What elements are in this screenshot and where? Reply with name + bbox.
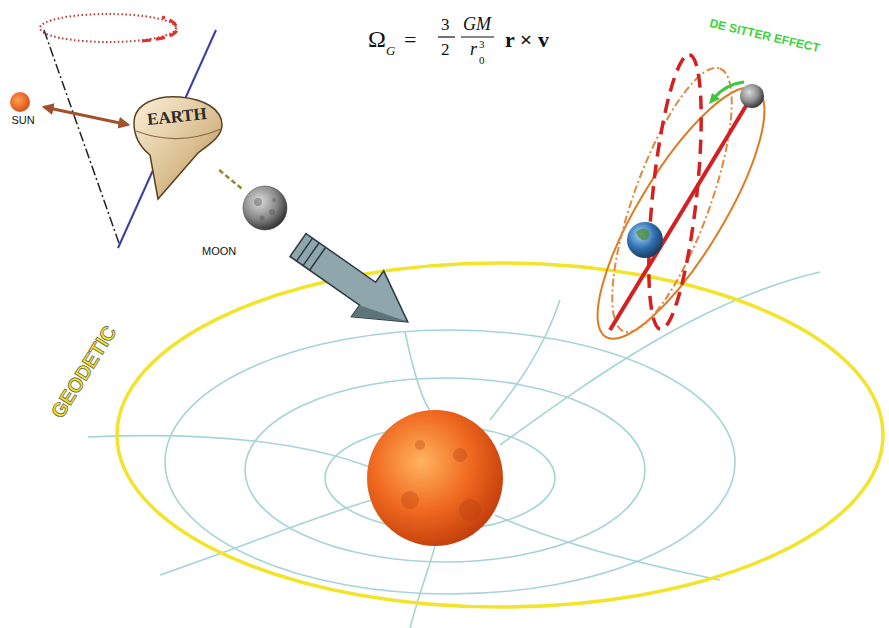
grid-ring (245, 378, 645, 562)
grid-line (490, 300, 560, 420)
earth-moon-line (610, 96, 752, 330)
arrow-stripe (297, 238, 313, 261)
grid-line (500, 272, 820, 445)
lunar-orbit (570, 67, 792, 358)
formula-numerator: GM (463, 14, 491, 34)
precessed-axis (639, 52, 712, 331)
sun-texture (401, 440, 481, 521)
sun-spot (401, 491, 419, 509)
formula-operator: = (404, 27, 416, 52)
formula-symbol: Ω (368, 26, 386, 52)
formula-numerator: 3 (441, 15, 450, 34)
attraction-arrow (44, 107, 128, 125)
big-arrow (282, 222, 424, 345)
sun-spot (453, 448, 467, 462)
sun-label: SUN (11, 114, 34, 126)
formula-subscript-holder: G (386, 42, 395, 59)
sun-node: SUN (2, 90, 44, 136)
spacetime-grid (88, 272, 820, 628)
geodetic-orbit (117, 263, 883, 607)
formula-product-holder: r × v (505, 27, 549, 53)
moon-label: MOON (202, 245, 236, 257)
earth-globe (627, 222, 663, 258)
formula-superscript-holder: 3 (479, 35, 485, 51)
moon-crater (254, 198, 262, 206)
moon-sphere (243, 186, 287, 230)
node-outline (2, 90, 44, 136)
arrow-stripe (303, 243, 319, 266)
formula-denominator: 2 (441, 40, 450, 59)
formula-product: r × v (505, 27, 549, 52)
fraction-bar (438, 36, 455, 37)
sun-spot (415, 440, 425, 450)
spinning-top-rim (136, 129, 221, 139)
earth-spinning-top: EARTH (128, 95, 226, 170)
formula-numerator-holder: 3 (441, 15, 450, 35)
formula-subscript: 0 (479, 54, 485, 66)
small-sun (10, 92, 30, 112)
moon-node: MOON (200, 190, 290, 262)
big-arrow-body (282, 222, 424, 345)
moon-crater (260, 216, 265, 221)
grid-line (495, 515, 720, 580)
formula-denominator-holder: r (470, 39, 477, 60)
fraction-bar (461, 36, 494, 37)
precession-arc (142, 17, 177, 41)
formula-numerator-holder: GM (463, 14, 491, 35)
grid-line (405, 332, 430, 410)
grid-ring (165, 330, 735, 594)
moon-globe (740, 84, 764, 108)
moon-crater (272, 198, 276, 202)
earth-land (636, 228, 650, 240)
formula-subscript-holder: 0 (479, 51, 485, 67)
effect-title-holder: DE SITTER EFFECT (708, 14, 821, 55)
sun-spot (459, 499, 481, 521)
sun-sphere (367, 410, 503, 546)
formula-superscript: 3 (479, 38, 485, 50)
geodetic-title: GEODETIC (47, 322, 121, 422)
effect-title: DE SITTER EFFECT (708, 16, 821, 55)
earth-moon-link (219, 170, 243, 190)
geodetic-title-holder: GEODETIC (47, 322, 122, 423)
arrow-stripe (310, 247, 326, 270)
formula-denominator-holder: 2 (441, 40, 450, 60)
de-sitter-figure (570, 52, 792, 358)
precession-arrowhead (709, 93, 720, 104)
precession-arrow (714, 82, 744, 98)
moon-crater (269, 209, 275, 215)
grid-line (410, 546, 435, 628)
formula-denominator: r (470, 39, 477, 59)
precession-cone (44, 30, 120, 246)
grid-line (88, 436, 372, 468)
formula-symbol-holder: Ω (368, 26, 386, 53)
precessed-orbit (588, 55, 755, 344)
precession-circle (40, 14, 176, 42)
formula-operator-holder: = (404, 27, 416, 53)
arrow-shade (352, 294, 408, 345)
spinning-top-body (134, 97, 222, 199)
formula-subscript: G (386, 43, 395, 58)
